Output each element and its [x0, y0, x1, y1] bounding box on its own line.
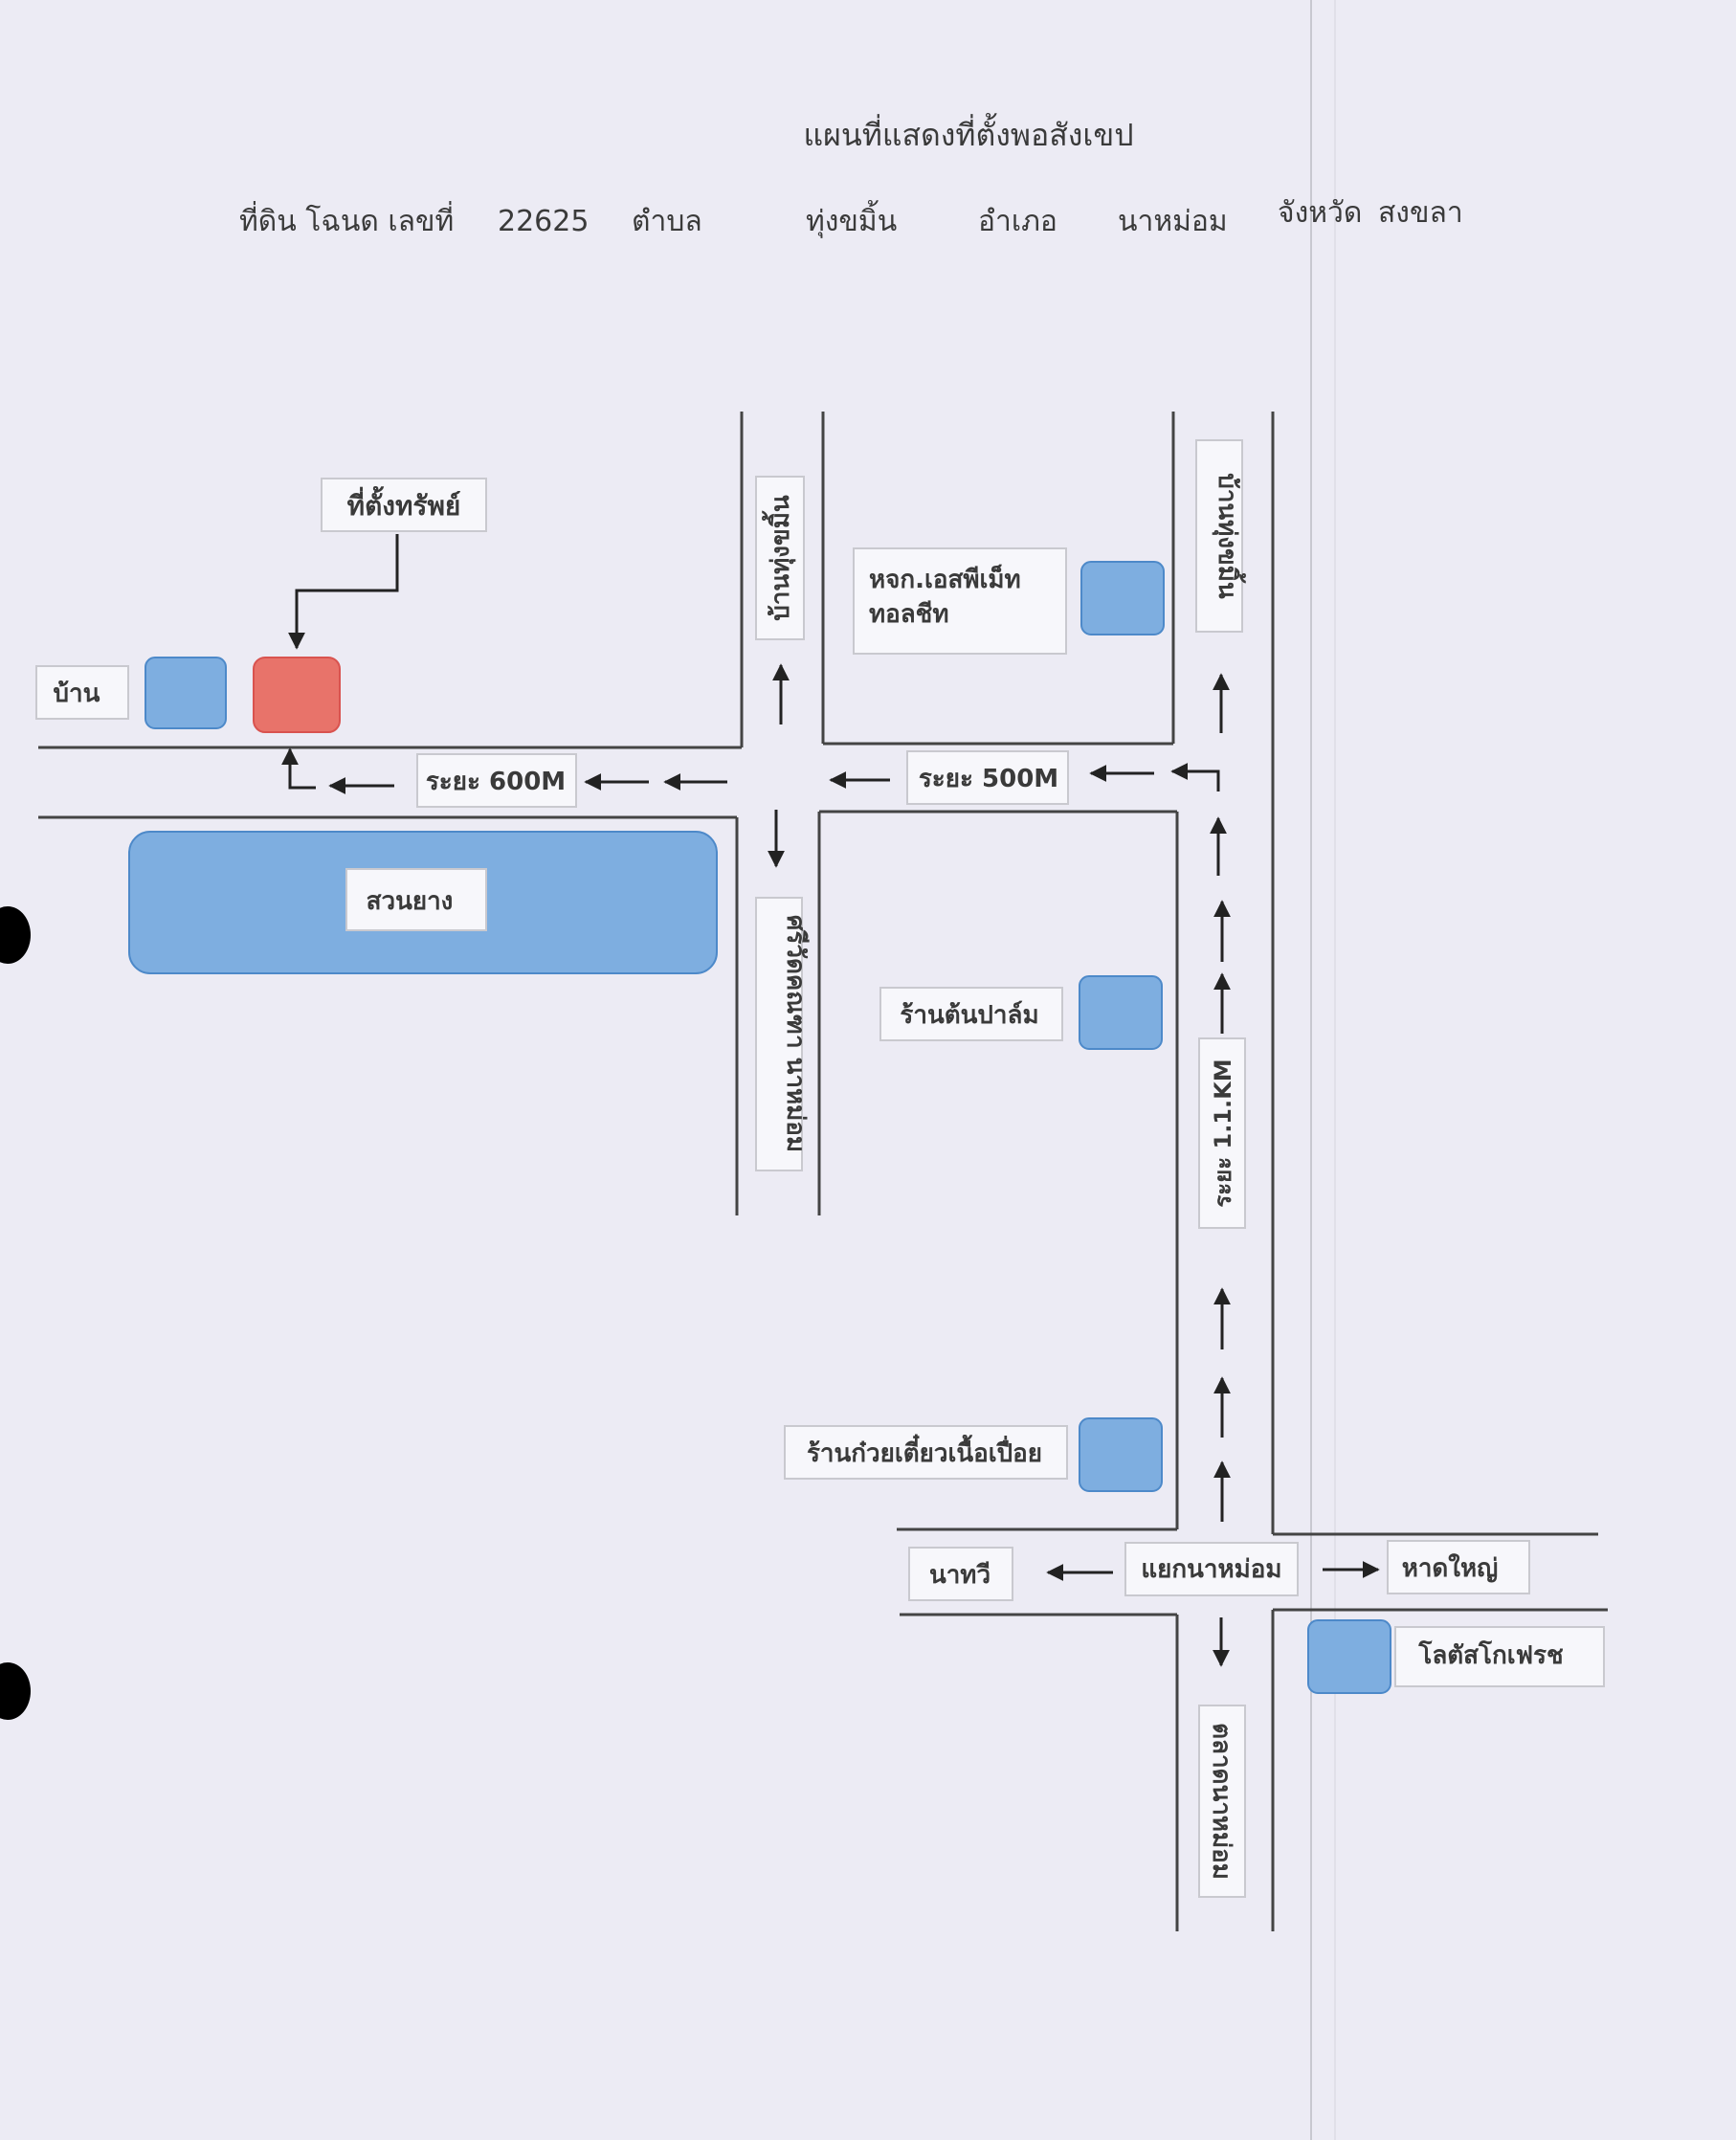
- road-label-box: [1195, 439, 1243, 633]
- junction-label-box: [1124, 1542, 1299, 1596]
- road-label-box: [755, 476, 805, 640]
- palm-shop-label: ร้านต้นปาล์ม: [900, 1000, 1038, 1030]
- dist-1-1km-box: [1198, 1037, 1246, 1229]
- deed-number: 22625: [498, 205, 589, 238]
- district-name: นาหม่อม: [1118, 205, 1228, 238]
- to-nathawi-label: นาทวี: [929, 1561, 990, 1590]
- map-title: แผนที่แสดงที่ตั้งพอสังเขป: [804, 113, 1134, 153]
- dist-1-1km-label: ระยะ 1.1.KM: [1210, 1059, 1236, 1207]
- rubber-label-box: [345, 868, 487, 931]
- lotus-label: โลตัสโกเฟรช: [1417, 1639, 1563, 1670]
- punch-hole: [0, 1662, 31, 1720]
- noodle-shop-icon: [1079, 1417, 1163, 1492]
- lotus-label-box: [1394, 1626, 1605, 1687]
- house-icon: [145, 657, 227, 729]
- province-name: สงขลา: [1378, 196, 1463, 230]
- subdistrict-label: ตำบล: [632, 205, 702, 238]
- sp-meat-label-box: [853, 547, 1067, 655]
- road-label-box: [755, 897, 803, 1171]
- direction-arrows: [281, 534, 1380, 1667]
- province-label: จังหวัด: [1278, 196, 1362, 230]
- sp-meat-label-line2: ทอลชีท: [869, 600, 948, 629]
- noodle-label-box: [784, 1425, 1068, 1480]
- roads: [38, 412, 1608, 1931]
- house-label: บ้าน: [54, 680, 100, 708]
- deed-label: ที่ดิน โฉนด เลขที่: [239, 201, 454, 238]
- punch-hole: [0, 906, 31, 964]
- road-ban-thung-khamin-1: บ้านทุ่งขมิ้น: [761, 495, 796, 621]
- noodle-shop-label: ร้านก๋วยเตี๋ยวเนื้อเปื่อย: [807, 1434, 1042, 1468]
- road-nahmom-market: ตลาดนาหม่อม: [1207, 1723, 1235, 1880]
- rubber-plantation-label: สวนยาง: [367, 887, 454, 916]
- dist-600-label: ระยะ 600M: [426, 768, 566, 796]
- property-label: ที่ตั้งทรัพย์: [347, 485, 461, 522]
- dist-500-box: [906, 750, 1069, 805]
- nathawi-label-box: [908, 1547, 1013, 1601]
- road-nahmom-temple: ศรีวัดคณฑา นาหม่อม: [781, 915, 810, 1152]
- road-ban-thung-khamin-2: บ้านทุ่งขมิ้น: [1212, 473, 1247, 599]
- palm-shop-icon: [1079, 975, 1163, 1050]
- dist-500-label: ระยะ 500M: [919, 765, 1058, 793]
- junction-label: แยกนาหม่อม: [1141, 1555, 1281, 1584]
- dist-600-box: [416, 753, 577, 808]
- property-label-box: [321, 478, 487, 532]
- sp-meat-shop-icon: [1080, 561, 1165, 635]
- property-marker: [253, 657, 341, 733]
- district-label: อำเภอ: [978, 205, 1057, 238]
- subdistrict-name: ทุ่งขมิ้น: [806, 200, 897, 239]
- house-label-box: [35, 665, 129, 720]
- road-label-box: [1198, 1705, 1246, 1898]
- to-hatyai-label: หาดใหญ่: [1402, 1553, 1499, 1583]
- sp-meat-label-line1: หจก.เอสพีเม็ท: [869, 564, 1021, 594]
- hatyai-label-box: [1387, 1540, 1530, 1594]
- palm-label-box: [879, 987, 1063, 1041]
- lotus-icon: [1307, 1619, 1391, 1694]
